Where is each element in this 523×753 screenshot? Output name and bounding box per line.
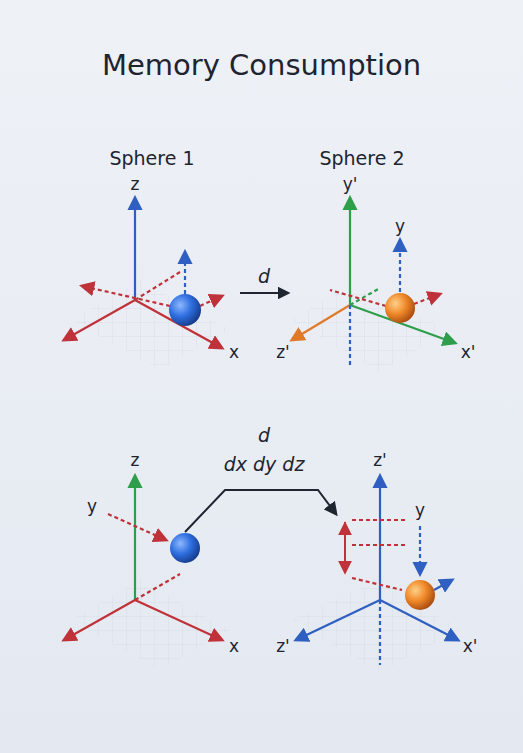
axis-label: y: [415, 501, 425, 520]
panel-heading: Sphere 1: [109, 148, 194, 169]
vector-label: d: [258, 266, 270, 287]
axis-label: z: [131, 175, 140, 194]
axis-label: x': [463, 637, 478, 656]
component-label: dx dy dz: [224, 454, 305, 475]
axis-label: x: [229, 637, 239, 656]
vector-label: d: [258, 425, 270, 446]
axis-label: y: [87, 497, 97, 516]
axis-label: z': [276, 343, 290, 362]
axis-label: x': [461, 343, 476, 362]
panel-heading: Sphere 2: [319, 148, 404, 169]
axis-label: z': [373, 451, 387, 470]
axis-label: z: [131, 451, 140, 470]
axis-label: y: [395, 217, 405, 236]
axis-label: y': [343, 175, 358, 194]
axis-label: x: [229, 343, 239, 362]
page-title: Memory Consumption: [0, 48, 523, 82]
axis-label: z': [276, 637, 290, 656]
